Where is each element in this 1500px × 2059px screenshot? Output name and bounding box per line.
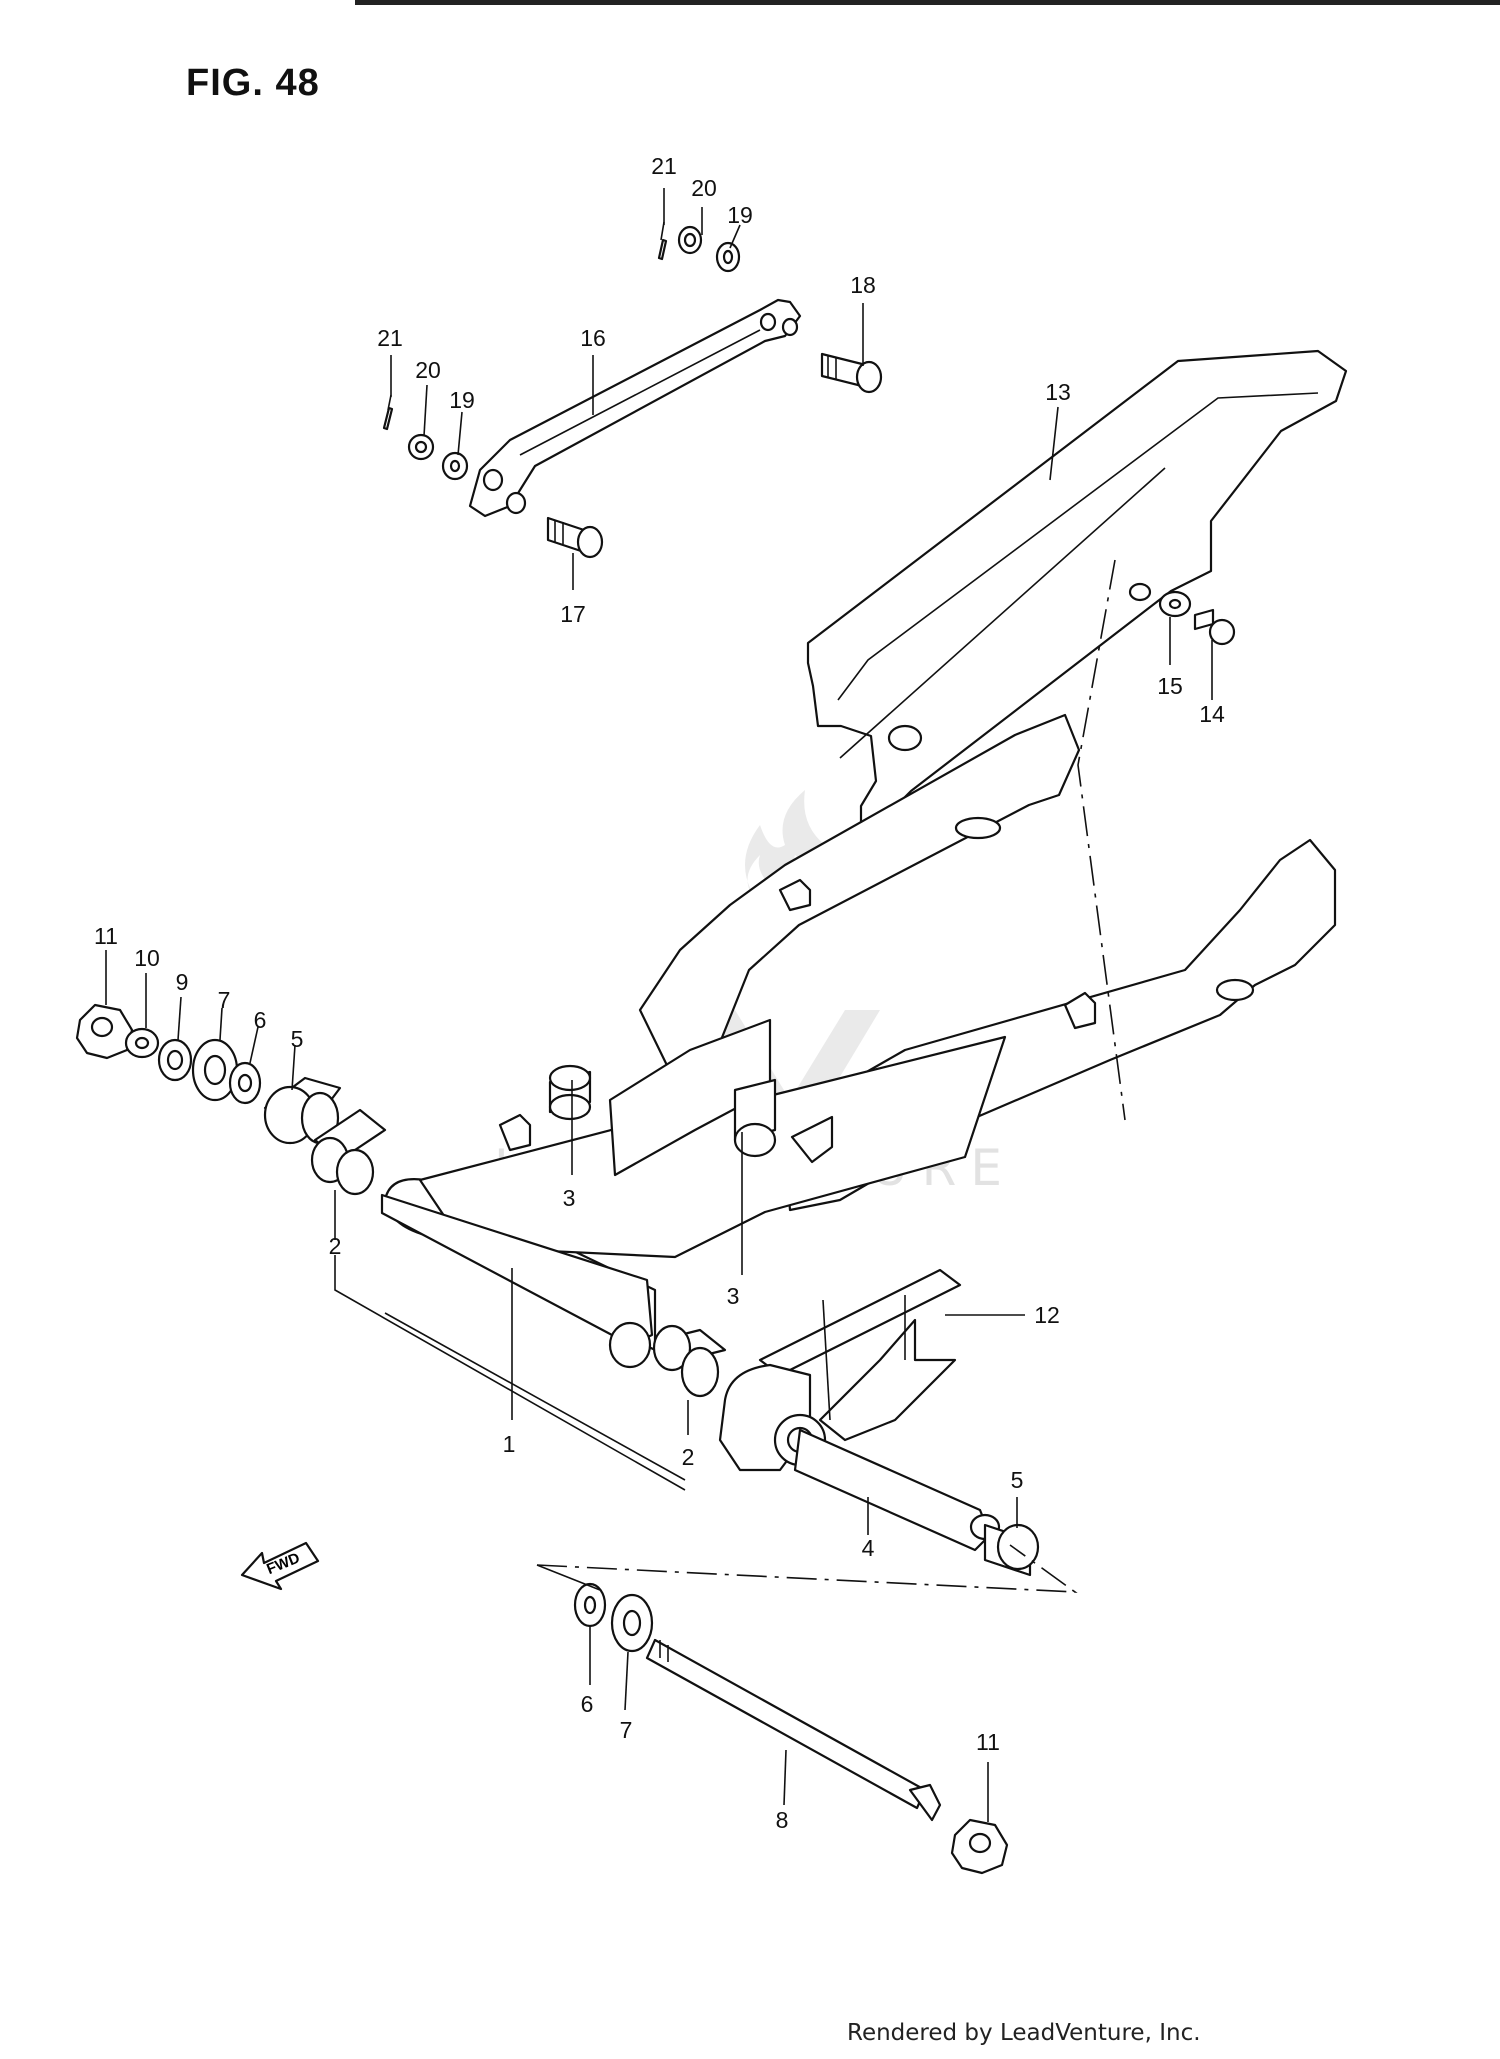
callout-labels: 21 20 19 18 21 20 19 16 17 13 15 14 11 1… xyxy=(94,153,1225,1833)
callout-20-lower: 20 xyxy=(415,357,441,383)
callout-19-lower: 19 xyxy=(449,387,475,413)
bearing-3-right xyxy=(733,1078,777,1158)
washer-19-lower xyxy=(441,451,469,481)
callout-4: 4 xyxy=(862,1535,875,1561)
callout-6-right: 6 xyxy=(581,1691,594,1717)
callout-9: 9 xyxy=(176,969,189,995)
alignment-lines xyxy=(334,559,1126,1593)
torque-rod-16 xyxy=(468,298,802,518)
callout-3-left: 3 xyxy=(563,1185,576,1211)
nut-10 xyxy=(124,1027,160,1059)
callout-3-right: 3 xyxy=(727,1283,740,1309)
castle-nut-20-upper xyxy=(677,225,703,255)
callout-12: 12 xyxy=(1034,1302,1060,1328)
bolt-18 xyxy=(820,352,883,394)
spacer-5-right xyxy=(983,1523,1040,1577)
callout-7-right: 7 xyxy=(620,1717,633,1743)
seal-7-left xyxy=(191,1038,239,1102)
swingarm-1 xyxy=(380,713,1337,1369)
callout-17: 17 xyxy=(560,601,586,627)
callout-16: 16 xyxy=(580,325,606,351)
callout-6-left: 6 xyxy=(254,1007,267,1033)
top-rule xyxy=(355,0,1500,5)
callout-11-left: 11 xyxy=(94,923,118,949)
figure-title: FIG. 48 xyxy=(186,62,320,104)
callout-7-left: 7 xyxy=(218,987,231,1013)
washer-19-upper xyxy=(715,241,741,273)
callout-2-left: 2 xyxy=(329,1233,342,1259)
callout-20-upper: 20 xyxy=(691,175,717,201)
callout-18: 18 xyxy=(850,272,876,298)
callout-11-right: 11 xyxy=(976,1729,1000,1755)
washer-9 xyxy=(157,1038,193,1082)
castle-nut-11-right xyxy=(950,1818,1009,1875)
callout-1: 1 xyxy=(503,1431,516,1457)
bearing-2-left xyxy=(310,1108,387,1196)
pivot-shaft-8 xyxy=(645,1638,942,1822)
bolt-14 xyxy=(1193,608,1236,646)
bearing-3-left xyxy=(548,1064,592,1121)
fwd-arrow: FWD xyxy=(240,1541,320,1591)
cotter-pin-21-lower xyxy=(382,394,394,431)
bearing-2-right xyxy=(652,1324,727,1398)
callout-8: 8 xyxy=(776,1807,789,1833)
spacer-5-left xyxy=(263,1076,342,1145)
callout-13: 13 xyxy=(1045,379,1071,405)
callout-10: 10 xyxy=(134,945,160,971)
cotter-pin-21-upper xyxy=(657,221,668,261)
axle-sleeve-4 xyxy=(793,1428,1001,1552)
footer-credit: Rendered by LeadVenture, Inc. xyxy=(847,2020,1201,2046)
bolt-17 xyxy=(546,516,604,559)
castle-nut-11-left xyxy=(75,1003,134,1060)
leader-lines xyxy=(105,188,1213,1822)
callout-5-left: 5 xyxy=(291,1026,304,1052)
callout-21-lower: 21 xyxy=(377,325,403,351)
chain-case-13 xyxy=(806,349,1348,833)
washer-6-right xyxy=(573,1582,607,1628)
callout-5-right: 5 xyxy=(1011,1467,1024,1493)
chain-guide-12 xyxy=(718,1268,962,1472)
washer-6-left xyxy=(228,1061,262,1105)
callout-19-upper: 19 xyxy=(727,202,753,228)
castle-nut-20-lower xyxy=(407,433,435,461)
callout-14: 14 xyxy=(1199,701,1225,727)
callout-21-upper: 21 xyxy=(651,153,677,179)
seal-7-right xyxy=(610,1593,654,1653)
washer-15 xyxy=(1158,590,1192,618)
callout-15: 15 xyxy=(1157,673,1183,699)
callout-2-right: 2 xyxy=(682,1444,695,1470)
